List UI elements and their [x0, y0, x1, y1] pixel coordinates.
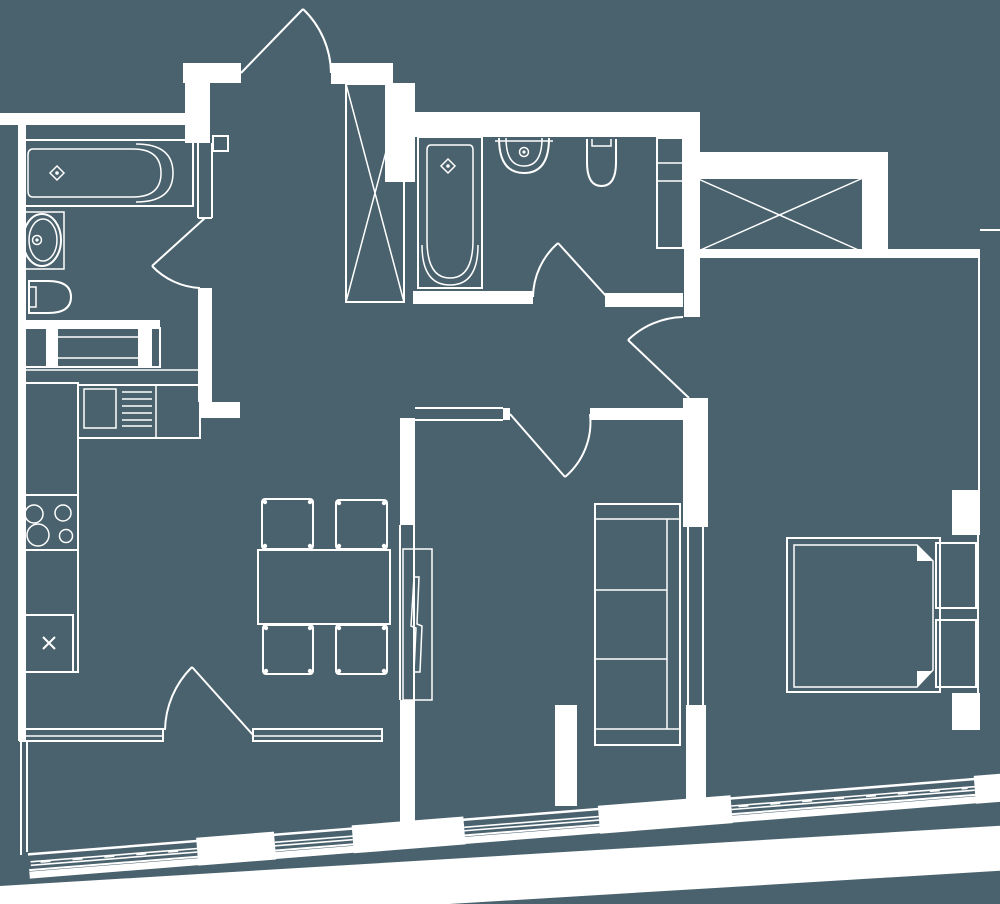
- double-bed: [786, 537, 941, 693]
- wall-entry-right: [331, 63, 393, 84]
- dining-chair: [261, 498, 314, 550]
- faucet-icon: [518, 146, 530, 158]
- blanket-fold: [917, 671, 933, 687]
- wardrobe-closet: [695, 177, 864, 253]
- wall-bedroom-left-thin: [687, 527, 704, 705]
- wall-bath2-bottom-left: [413, 291, 533, 304]
- wall-hung-sink-2: [495, 137, 553, 175]
- wall-bedroom-left-upper: [683, 398, 708, 527]
- wall-entry-left: [183, 63, 241, 83]
- doors: [151, 8, 690, 736]
- faucet-icon: [48, 164, 66, 182]
- nightstand: [935, 619, 977, 688]
- towel-radiator: [19, 327, 161, 368]
- wall-balcony-door-left: [19, 728, 164, 742]
- bathroom-1: [19, 139, 194, 368]
- balcony-door: [164, 666, 254, 736]
- kitchen-counter-column: [24, 382, 79, 673]
- wall-closet-top: [700, 152, 888, 178]
- bathroom-2: [417, 136, 684, 289]
- tv-icon: [410, 576, 423, 673]
- wall-midroom-top-right: [590, 408, 683, 420]
- bathroom2-door: [532, 242, 608, 298]
- wall-bath2-top: [413, 112, 700, 137]
- dining-area: [257, 498, 433, 701]
- base-cabinet-x: [24, 614, 74, 673]
- kitchen-sink-unit: [77, 384, 201, 439]
- dining-chair: [335, 499, 388, 550]
- wall-midroom-pier: [555, 705, 577, 806]
- cooktop: [24, 494, 79, 551]
- sofa: [594, 503, 681, 746]
- dining-chair: [262, 624, 314, 675]
- burner-icon: [26, 523, 50, 547]
- wall-bath2-right: [684, 137, 700, 317]
- wall-balcony-door-right: [252, 728, 383, 742]
- wall-bath1-bottom: [20, 320, 160, 328]
- window-piers: [196, 773, 1000, 866]
- wall-midroom-door-jamb: [503, 408, 510, 420]
- walls: [0, 63, 980, 830]
- midroom-door: [509, 413, 592, 478]
- dining-table: [257, 549, 391, 625]
- wall-bedroom-top: [694, 249, 980, 258]
- kitchen: [24, 382, 201, 673]
- faucet-icon: [439, 157, 457, 175]
- drainer-lines: [122, 391, 152, 427]
- wall-bath2-bottom-right: [605, 293, 683, 307]
- wall-right-block-lower: [952, 693, 980, 730]
- balcony-window-band: [27, 773, 1000, 879]
- bedroom: [786, 537, 977, 693]
- wall-bath1-top: [0, 113, 186, 125]
- wall-hall-right-lower: [198, 288, 212, 402]
- burner-icon: [24, 504, 44, 524]
- walls-thin: [19, 135, 1000, 855]
- entry-door: [240, 8, 332, 74]
- wall-right-block-upper: [952, 490, 980, 535]
- wall-vestibule-column: [185, 83, 210, 143]
- tv-console: [402, 548, 433, 701]
- burner-icon: [58, 528, 74, 544]
- wall-media-lower: [400, 700, 415, 830]
- bathtub-1: [20, 139, 194, 207]
- toilet-1: [28, 280, 73, 314]
- burner-icon: [54, 504, 72, 522]
- dining-chair: [335, 624, 388, 675]
- bathtub-2: [417, 136, 483, 289]
- nightstand: [935, 542, 977, 609]
- wall-left-exterior: [18, 125, 26, 741]
- wall-closet-right: [863, 178, 888, 252]
- wall-bath1-right-outline: [197, 143, 213, 219]
- bathroom1-door: [151, 217, 206, 289]
- wall-hall-stub: [200, 402, 240, 418]
- duct-box-small: [212, 135, 229, 152]
- wall-balcony-left-thin: [20, 741, 28, 855]
- toilet-2: [586, 139, 617, 188]
- pedestal-sink-1: [19, 211, 65, 270]
- duct-shaft: [345, 83, 405, 303]
- blanket-fold: [917, 545, 933, 561]
- wall-bedroom-left-lower: [686, 705, 706, 807]
- faucet-icon: [31, 234, 43, 246]
- wall-media-upper: [400, 418, 415, 525]
- shelf-column: [656, 137, 684, 249]
- window-glazing: [30, 785, 975, 867]
- bedroom-door: [627, 316, 690, 399]
- wall-midroom-top-outline: [415, 407, 503, 421]
